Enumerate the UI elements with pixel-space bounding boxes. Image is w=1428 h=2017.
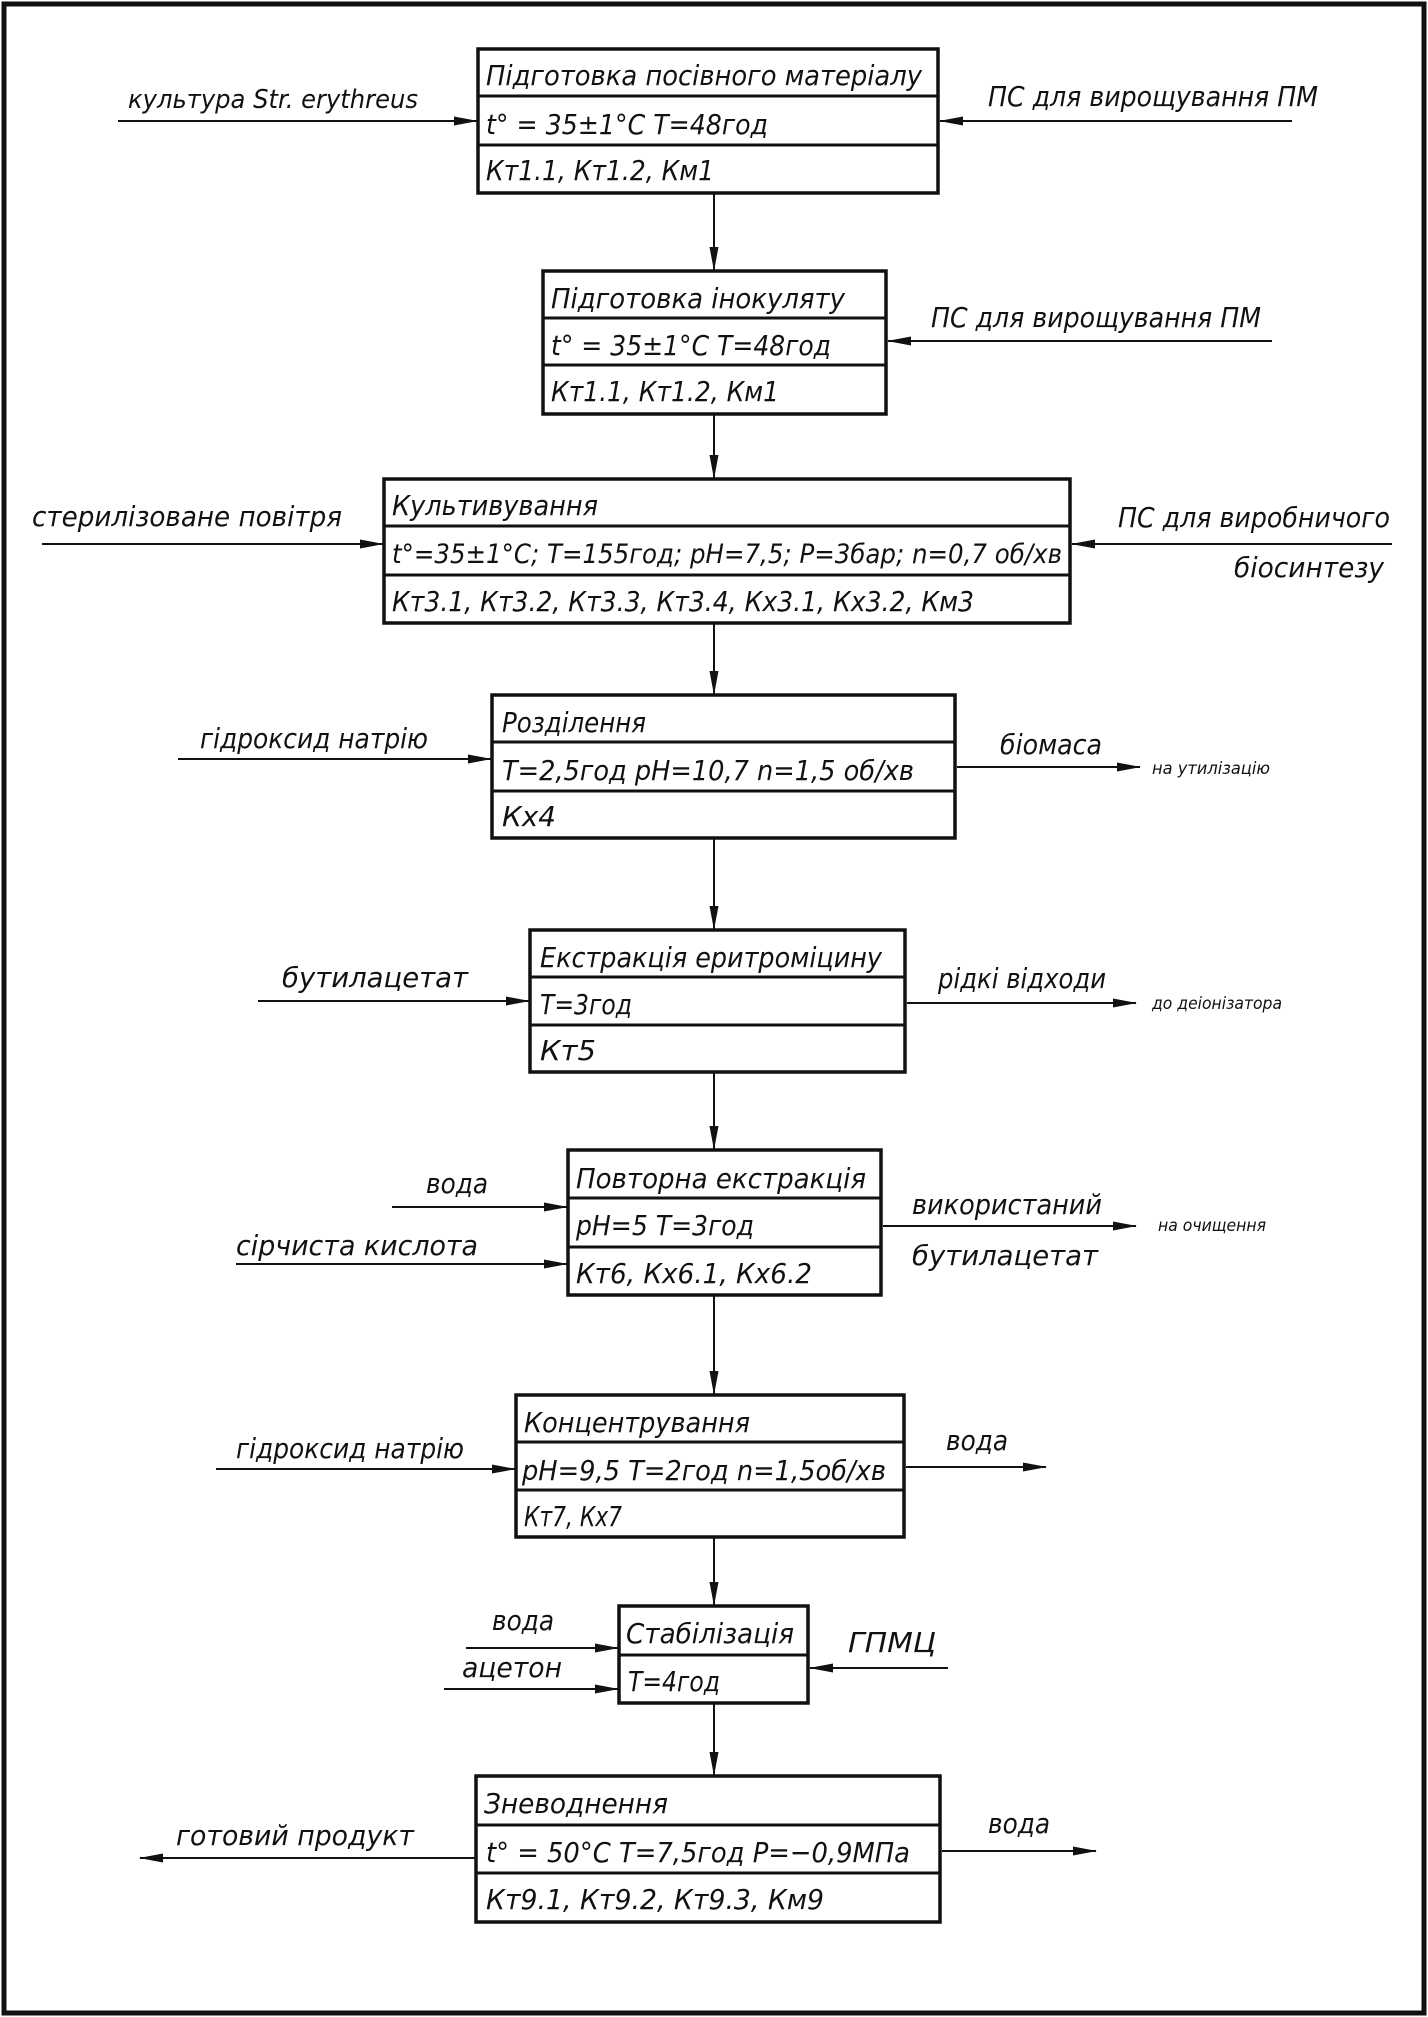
- step4-input-sodium-hydroxide: гідроксид натрію: [178, 722, 492, 764]
- step9-output-water: вода: [942, 1807, 1097, 1856]
- step-controls: Кх4: [502, 800, 556, 833]
- flow-label-line2: біосинтезу: [1234, 551, 1384, 584]
- step8-input-hpmc: ГПМЦ: [809, 1626, 948, 1673]
- step-controls: Кт1.1, Кт1.2, Км1: [486, 154, 714, 187]
- step-inoculum-preparation: Підготовка інокуляту t° = 35±1°C T=48год…: [541, 269, 888, 416]
- step-cultivation: Культивування t°=35±1°C; T=155год; pH=7,…: [382, 477, 1072, 625]
- step-title: Підготовка інокуляту: [551, 282, 845, 315]
- step8-input-acetone: ацетон: [444, 1651, 619, 1694]
- step5-output-liquid-waste: рідкі відходи до деіонізатора: [907, 962, 1282, 1014]
- step-params: pH=5 T=3год: [575, 1209, 754, 1242]
- step-title: Повторна екстракція: [576, 1162, 866, 1195]
- step6-input-water: вода: [392, 1167, 568, 1212]
- step-title: Екстракція еритроміцину: [540, 941, 882, 974]
- flow-label: гідроксид натрію: [200, 722, 428, 755]
- flow-label-line1: ПС для виробничого: [1118, 501, 1390, 534]
- flow-label-line2: бутилацетат: [912, 1239, 1099, 1272]
- flow-label: готовий продукт: [176, 1819, 415, 1852]
- flow-label: ПС для вирощування ПМ: [931, 301, 1261, 334]
- step-title: Зневоднення: [484, 1787, 668, 1820]
- step-separation: Розділення T=2,5год pH=10,7 n=1,5 об/хв …: [490, 693, 957, 840]
- step-params: T=4год: [628, 1665, 720, 1698]
- flow-label: стерилізоване повітря: [32, 500, 342, 533]
- flow-label: гідроксид натрію: [236, 1432, 464, 1465]
- step2-input-nutrient-medium: ПС для вирощування ПМ: [887, 301, 1272, 346]
- step7-input-sodium-hydroxide: гідроксид натрію: [216, 1432, 516, 1474]
- flow-destination: до деіонізатора: [1151, 994, 1282, 1014]
- step-controls: Кт6, Кх6.1, Кх6.2: [576, 1257, 812, 1290]
- step-controls: Кт3.1, Кт3.2, Кт3.3, Кт3.4, Кх3.1, Кх3.2…: [392, 585, 974, 618]
- flow-label: вода: [426, 1167, 488, 1200]
- flow-label-line1: використаний: [912, 1188, 1102, 1221]
- step6-input-sulfurous-acid: сірчиста кислота: [236, 1229, 568, 1269]
- flow-label: культура Str. erythreus: [128, 85, 418, 115]
- step1-input-nutrient-medium: ПС для вирощування ПМ: [939, 80, 1318, 126]
- flow-destination: на утилізацію: [1152, 759, 1270, 779]
- flow-label: ПС для вирощування ПМ: [988, 80, 1318, 113]
- step-stabilization: Стабілізація T=4год: [617, 1604, 810, 1705]
- step-title: Розділення: [502, 706, 646, 739]
- step-controls: Кт1.1, Кт1.2, Км1: [551, 375, 779, 408]
- step-erythromycin-extraction: Екстракція еритроміцину T=3год Кт5: [528, 928, 907, 1074]
- step-seed-material-preparation: Підготовка посівного матеріалу t° = 35±1…: [476, 47, 940, 195]
- flow-destination: на очищення: [1158, 1216, 1266, 1236]
- flow-label: вода: [492, 1604, 554, 1637]
- step7-output-water: вода: [906, 1424, 1047, 1472]
- step-controls: Кт5: [540, 1034, 596, 1067]
- flow-label: біомаса: [1000, 728, 1102, 761]
- step-params: t° = 35±1°C T=48год: [551, 329, 831, 362]
- step8-input-water: вода: [466, 1604, 619, 1653]
- step-params: T=2,5год pH=10,7 n=1,5 об/хв: [502, 754, 914, 787]
- step5-input-butyl-acetate: бутилацетат: [258, 961, 530, 1006]
- flow-label: вода: [988, 1807, 1050, 1840]
- step-title: Підготовка посівного матеріалу: [486, 59, 922, 92]
- flow-label: вода: [946, 1424, 1008, 1457]
- step-title: Концентрування: [524, 1406, 750, 1439]
- step-params: t°=35±1°C; T=155год; pH=7,5; P=3бар; n=0…: [392, 539, 1062, 570]
- flow-label: сірчиста кислота: [236, 1229, 478, 1262]
- step-concentration: Концентрування pH=9,5 T=2год n=1,5об/хв …: [514, 1393, 906, 1539]
- step-controls: Кт7, Кх7: [524, 1500, 622, 1533]
- step-params: t° = 50°C T=7,5год P=−0,9МПа: [486, 1836, 910, 1869]
- flow-label: рідкі відходи: [937, 962, 1106, 995]
- flow-label: ацетон: [462, 1651, 562, 1684]
- step-controls: Кт9.1, Кт9.2, Кт9.3, Км9: [486, 1883, 824, 1916]
- step-params: t° = 35±1°C T=48год: [486, 108, 768, 141]
- step3-input-production-medium: ПС для виробничого біосинтезу: [1071, 501, 1392, 584]
- step-title: Стабілізація: [626, 1617, 794, 1650]
- step4-output-biomass: біомаса на утилізацію: [957, 728, 1270, 779]
- step-dehydration: Зневоднення t° = 50°C T=7,5год P=−0,9МПа…: [474, 1774, 942, 1924]
- step-repeated-extraction: Повторна екстракція pH=5 T=3год Кт6, Кх6…: [566, 1148, 883, 1297]
- step-params: pH=9,5 T=2год n=1,5об/хв: [521, 1454, 886, 1487]
- step1-input-culture: культура Str. erythreus: [118, 85, 478, 126]
- step9-output-finished-product: готовий продукт: [139, 1819, 475, 1863]
- step6-output-used-butyl-acetate: використаний бутилацетат на очищення: [883, 1188, 1266, 1272]
- flow-label: ГПМЦ: [848, 1626, 936, 1659]
- step-title: Культивування: [392, 489, 598, 522]
- step3-input-sterile-air: стерилізоване повітря: [32, 500, 384, 549]
- step-params: T=3год: [540, 988, 632, 1021]
- flow-label: бутилацетат: [282, 961, 469, 994]
